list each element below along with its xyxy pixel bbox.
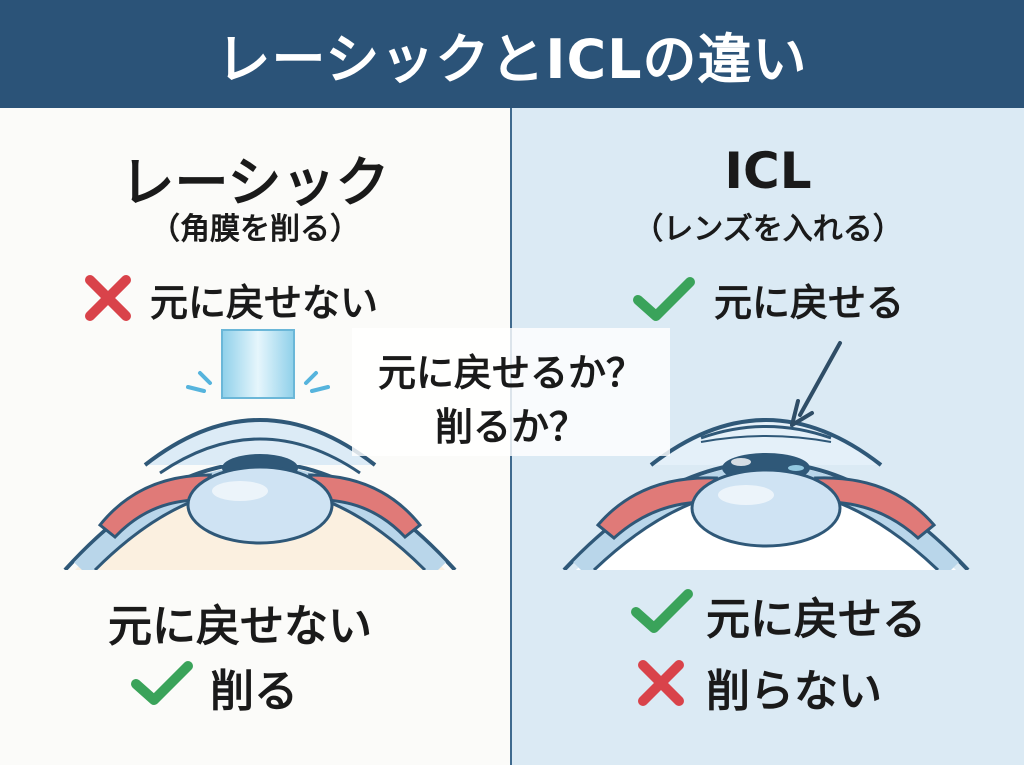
cross-icon [85,275,131,321]
check-icon [633,277,695,321]
center-question-line1: 元に戻せるか？ [377,351,644,395]
check-icon [131,661,193,705]
lasik-bottom-status-text: 削る [210,666,298,717]
icl-eye-illustration [562,418,970,570]
lasik-bottom-heading: 元に戻せない [108,601,372,652]
lasik-subtitle: （角膜を削る） [150,212,360,247]
lasik-eye-illustration [63,329,457,570]
arrow-icon [790,341,842,427]
icl-top-status-text: 元に戻せる [714,281,905,325]
lasik-title: レーシック [120,151,390,214]
header-title: レーシックとICLの違い [0,0,1024,108]
icl-subtitle: （レンズを入れる） [633,212,903,247]
icl-title: ICL [724,142,812,200]
icl-bottom-item-1-text: 元に戻せる [706,594,926,645]
lasik-top-status-text: 元に戻せない [150,281,379,325]
cross-icon [638,660,684,706]
icl-bottom-item-2-text: 削らない [706,666,882,717]
center-question-box [352,328,670,456]
center-question-line2: 削るか？ [434,405,587,449]
check-icon [631,589,693,633]
